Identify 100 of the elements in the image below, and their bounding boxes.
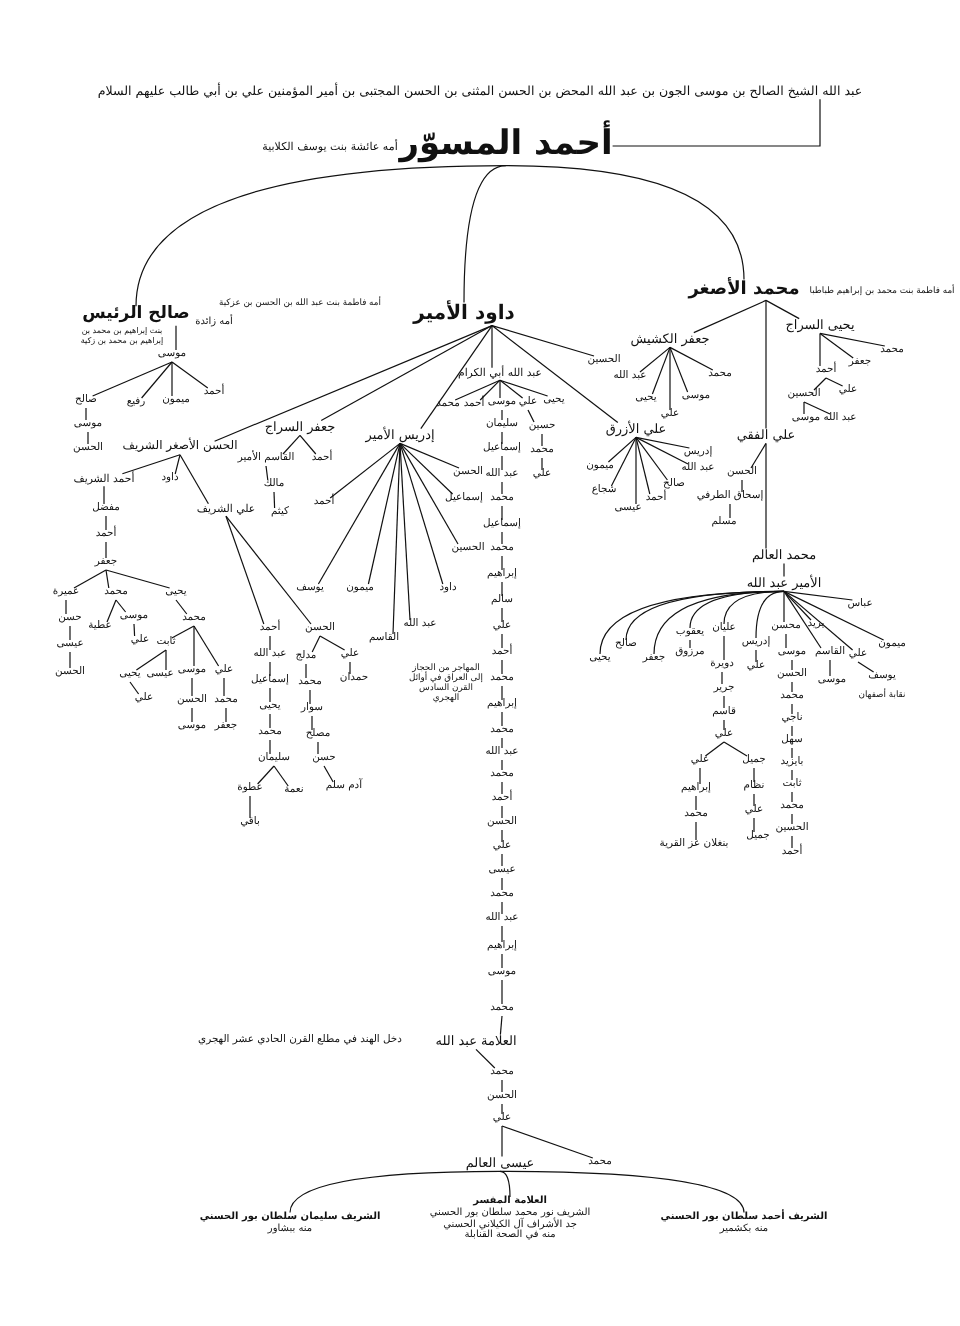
tree-line [171, 625, 195, 639]
tree-line [803, 401, 805, 415]
tree-line [501, 505, 503, 521]
tree-line [783, 590, 853, 601]
tree-line [501, 953, 503, 969]
tree-line [765, 442, 767, 550]
tree-line [783, 590, 822, 649]
tree-line [367, 442, 401, 585]
tree-line [129, 681, 140, 695]
tree-line [501, 829, 503, 843]
tree-line [791, 659, 793, 671]
tree-line [311, 635, 321, 653]
tree-line [105, 569, 171, 589]
tree-line [320, 325, 493, 422]
tree-line [501, 481, 503, 495]
tree-line [527, 409, 535, 423]
tree-line [803, 401, 831, 415]
tree-line [392, 442, 401, 635]
tree-line [269, 661, 271, 677]
tree-line [329, 442, 401, 499]
tree-line [765, 299, 800, 320]
tree-line [499, 1170, 511, 1198]
tree-line [501, 581, 503, 597]
tree-line [669, 346, 689, 393]
tree-line [501, 925, 503, 943]
tree-line [323, 765, 334, 783]
tree-line [141, 361, 173, 399]
tree-line [783, 590, 785, 623]
tree-line [479, 379, 501, 401]
tree-line [829, 659, 831, 677]
tree-line [399, 442, 411, 621]
tree-line [289, 1170, 501, 1214]
tree-line [729, 503, 731, 519]
tree-line [783, 590, 854, 651]
tree-line [791, 791, 793, 803]
tree-line [399, 442, 459, 545]
tree-line [175, 599, 188, 615]
tree-line [723, 695, 725, 709]
tree-line [273, 491, 276, 509]
tree-line [225, 515, 312, 625]
tree-line [399, 442, 454, 495]
tree-line [635, 436, 651, 495]
tree-line [753, 767, 755, 783]
tree-line [135, 649, 167, 671]
tree-line [69, 625, 71, 641]
tree-line [106, 599, 117, 623]
tree-line [171, 361, 173, 397]
tree-line [115, 599, 127, 613]
tree-line [73, 569, 107, 589]
tree-line [651, 346, 671, 395]
tree-line [813, 377, 827, 391]
tree-line [265, 465, 269, 481]
tree-line [755, 590, 785, 639]
tree-line [225, 515, 265, 625]
tree-line [723, 635, 725, 661]
tree-line [269, 739, 271, 755]
tree-line [311, 715, 313, 731]
tree-line [499, 1015, 503, 1036]
tree-line [501, 531, 503, 545]
tree-line [299, 434, 317, 455]
tree-line [501, 1079, 503, 1093]
tree-line [499, 379, 549, 397]
tree-line [317, 741, 319, 755]
tree-line [765, 299, 767, 430]
tree-line [171, 361, 209, 389]
tree-line [635, 436, 637, 505]
tree-line [85, 407, 87, 421]
tree-line [755, 649, 757, 663]
tree-line [103, 485, 105, 505]
tree-line [699, 767, 701, 785]
tree-line [223, 677, 225, 697]
tree-line [225, 707, 227, 723]
tree-line [501, 1125, 594, 1159]
tree-line [505, 165, 745, 281]
tree-line [499, 1170, 745, 1214]
tree-line [791, 769, 793, 781]
tree-line [791, 835, 793, 849]
tree-line [723, 741, 748, 757]
tree-line [269, 635, 271, 651]
tree-line [693, 299, 767, 334]
tree-line [501, 759, 503, 771]
tree-line [399, 442, 444, 585]
tree-line [174, 454, 181, 475]
tree-line [491, 325, 493, 369]
tree-line [825, 377, 844, 387]
tree-line [695, 795, 697, 811]
name-label: داود الأمير [413, 302, 515, 326]
tree-line [249, 795, 251, 819]
tree-line [257, 765, 275, 785]
tree-line [501, 1103, 503, 1115]
tree-line [69, 651, 71, 669]
tree-line [420, 325, 493, 430]
tree-line [783, 590, 885, 641]
tree-line [857, 661, 875, 673]
tree-line [635, 436, 668, 481]
name-label: محمد الأصغر [688, 279, 800, 301]
tree-line [501, 659, 503, 675]
tree-line [501, 455, 503, 471]
tree-line [819, 332, 854, 359]
tree-line [135, 165, 507, 307]
